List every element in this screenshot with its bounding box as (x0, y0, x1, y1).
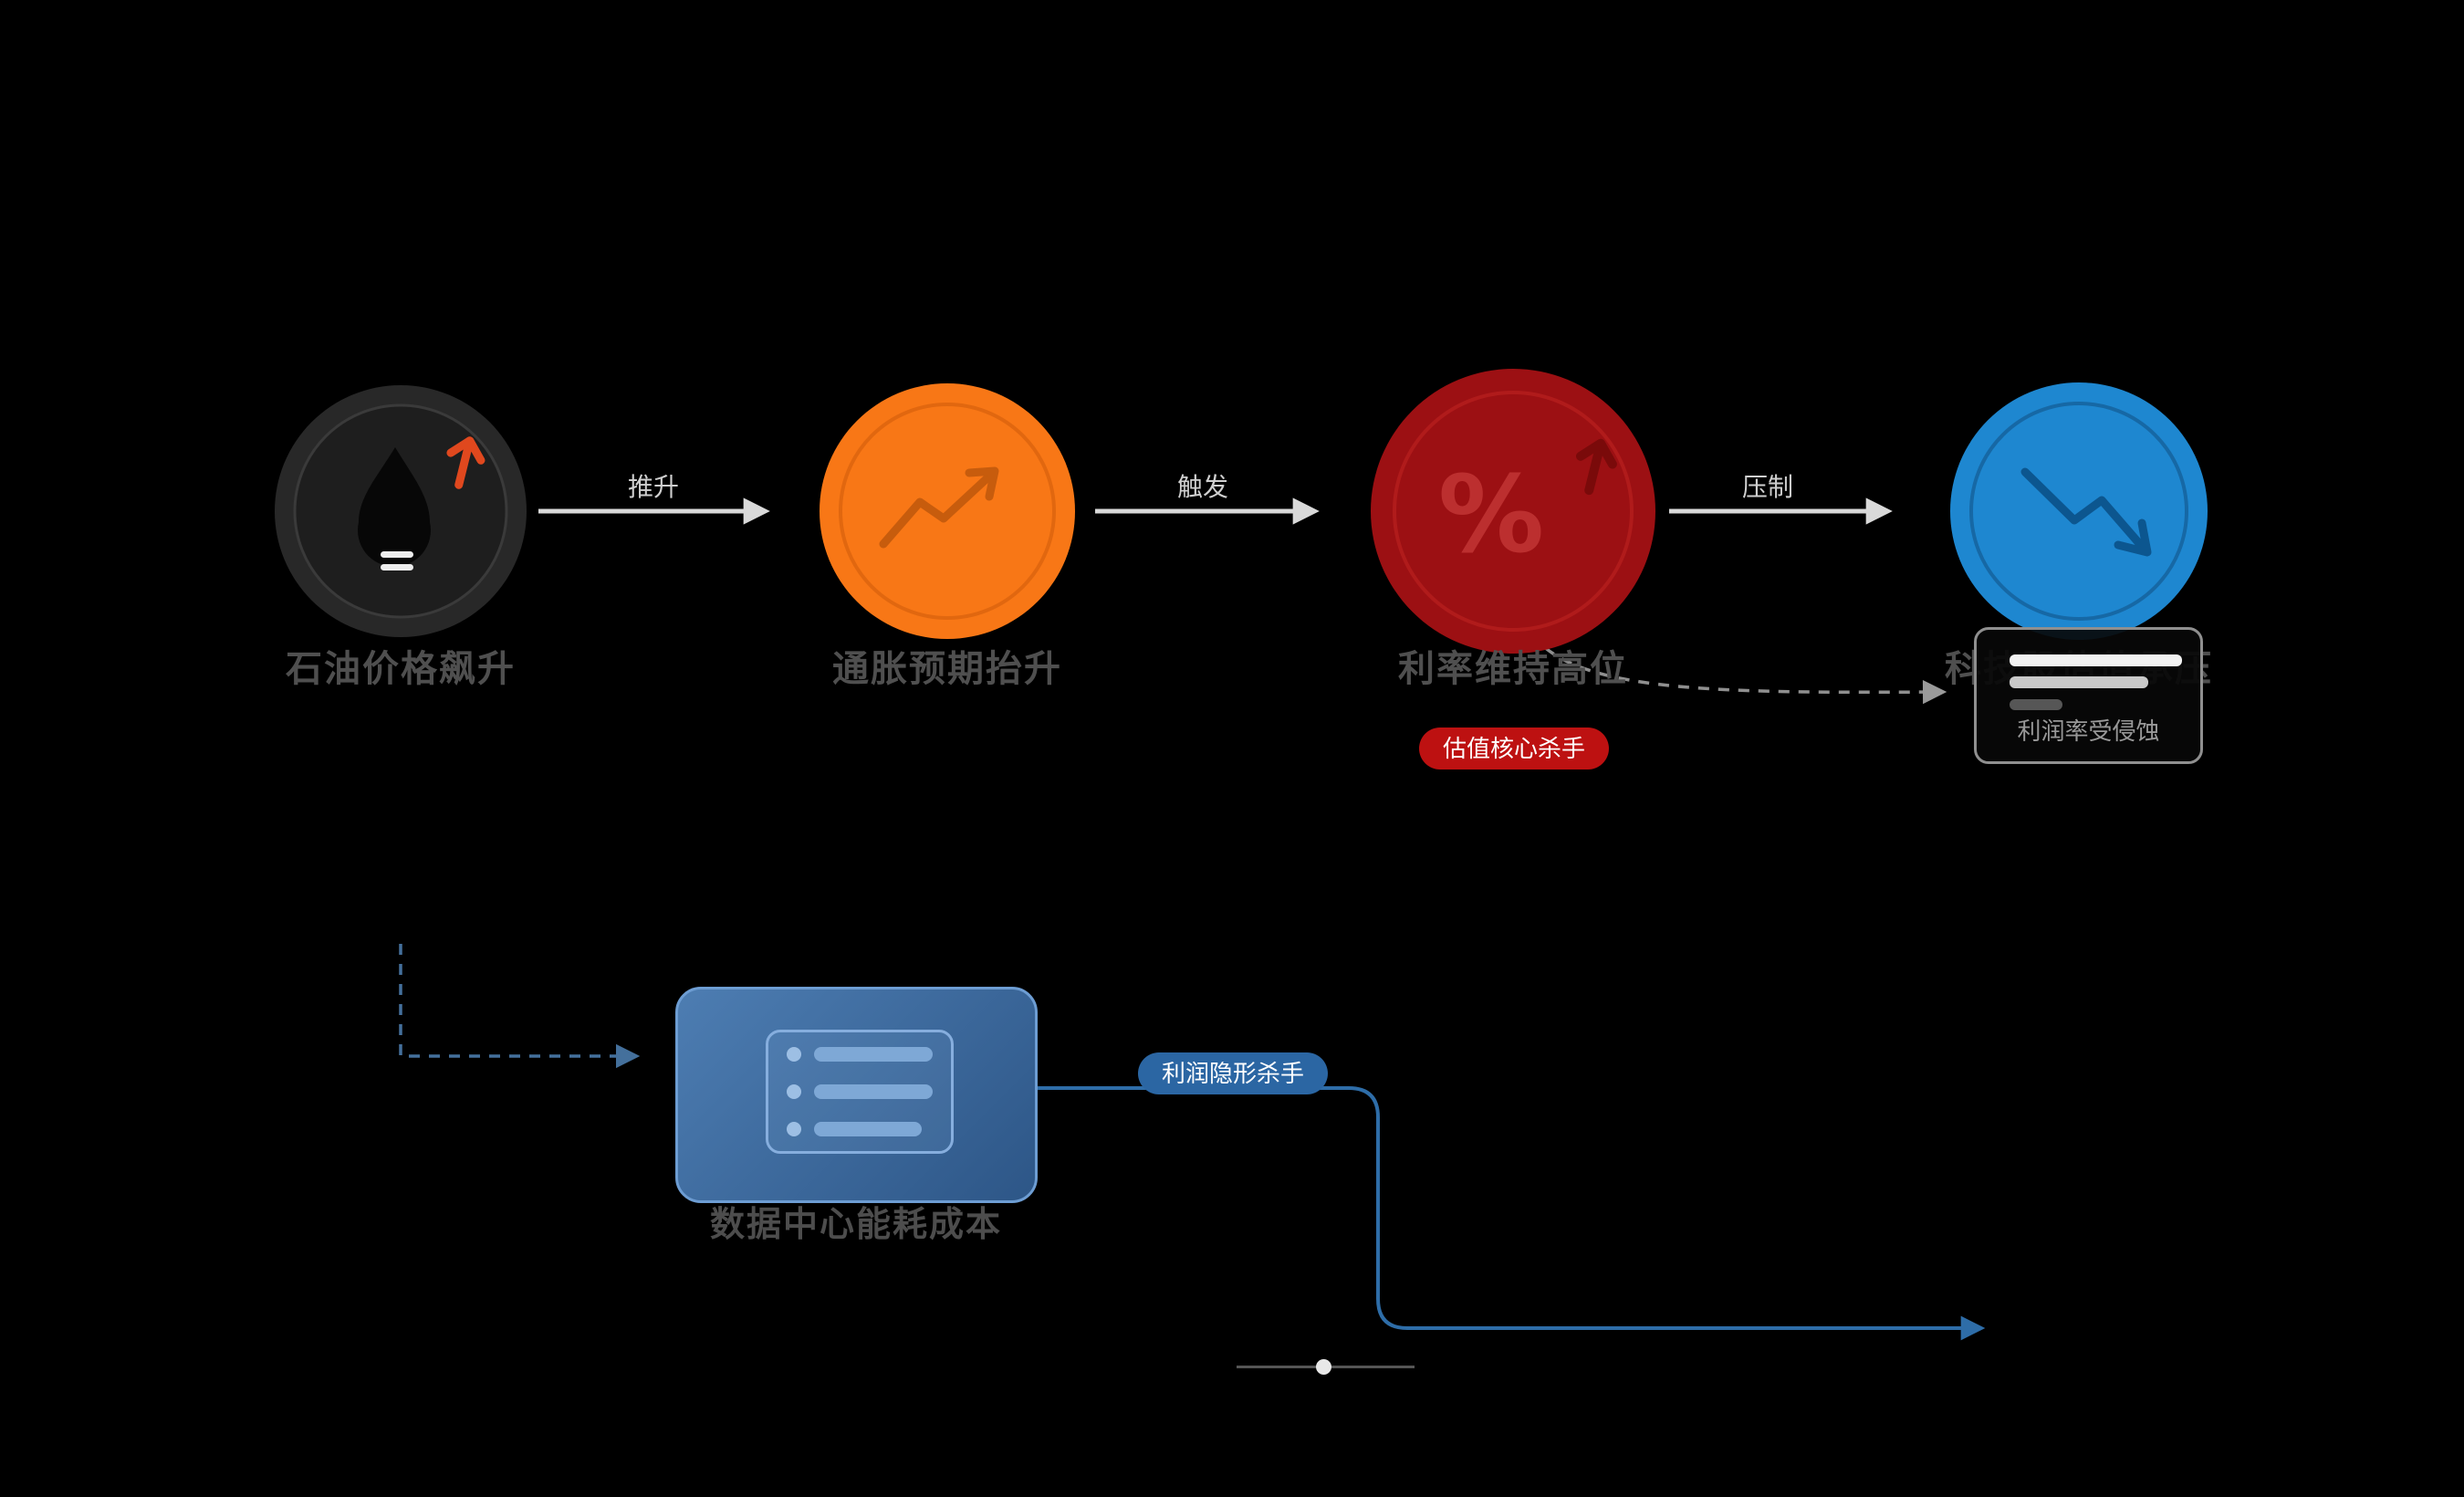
edge-label-trigger: 触发 (1176, 473, 1229, 501)
server-bar (814, 1083, 933, 1099)
timeline-handle[interactable] (1316, 1359, 1331, 1375)
server-bar (814, 1121, 922, 1136)
datacenter-label: 数据中心能耗成本 (709, 1206, 1003, 1244)
report-bar-3 (2010, 699, 2062, 710)
server-rack-icon (766, 1030, 954, 1154)
valuation-killer-badge: 估值核心杀手 (1418, 728, 1610, 769)
margin-erosion-panel: 利润率受侵蚀 (1974, 627, 2203, 764)
server-bar (814, 1047, 933, 1063)
server-row (768, 1038, 951, 1071)
margin-erosion-label: 利润率受侵蚀 (2017, 717, 2160, 745)
percent-up-arrow-icon: % (1371, 369, 1655, 654)
node-interest-rates: % (1369, 367, 1657, 655)
node-inflation (818, 382, 1077, 641)
profit-killer-badge: 利润隐形杀手 (1137, 1052, 1329, 1094)
server-led-icon (787, 1121, 801, 1136)
edge-label-push-up: 推升 (627, 473, 680, 501)
node-oil-price (273, 383, 528, 639)
server-row (768, 1075, 951, 1108)
server-led-icon (787, 1083, 801, 1099)
node-oil-price-label: 石油价格飙升 (286, 649, 516, 689)
oil-drop-up-arrow-icon (275, 385, 527, 637)
node-inflation-label: 通胀预期抬升 (832, 649, 1062, 689)
server-row (768, 1113, 951, 1146)
node-tech-stocks (1948, 381, 2209, 642)
edge-label-suppress: 压制 (1741, 473, 1794, 501)
node-interest-rates-label: 利率维持高位 (1398, 649, 1628, 689)
stock-trend-down-icon (1950, 382, 2208, 640)
report-bar-1 (2010, 654, 2182, 666)
svg-text:%: % (1438, 454, 1544, 577)
datacenter-node (675, 987, 1038, 1203)
inflation-trend-up-icon (820, 383, 1075, 639)
report-bar-2 (2010, 676, 2148, 688)
server-led-icon (787, 1047, 801, 1063)
